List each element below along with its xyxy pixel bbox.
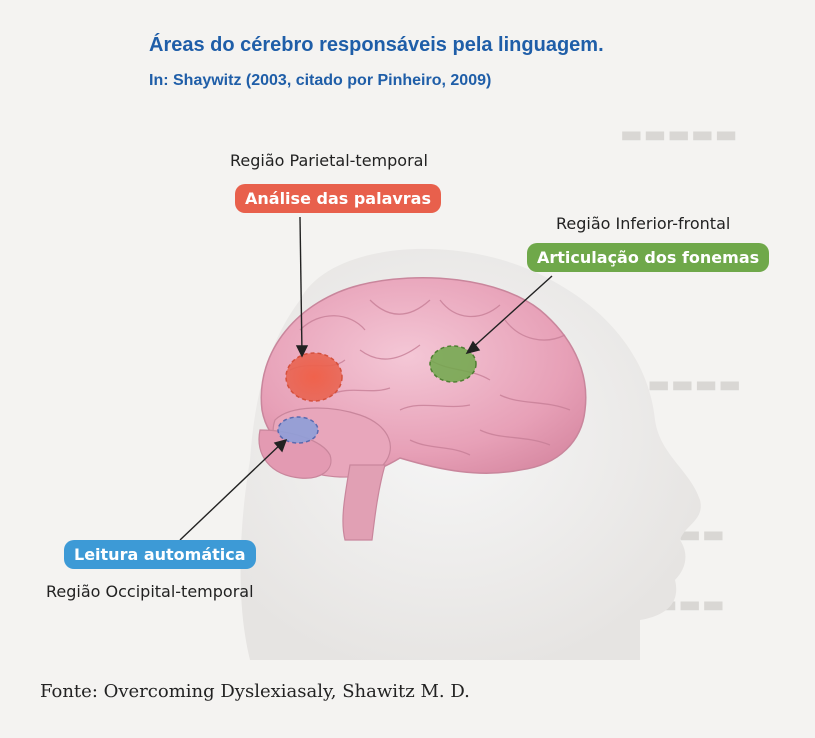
area-parietal-marker [286,353,342,401]
function-badge-parietal: Análise das palavras [235,184,441,213]
region-label-parietal: Região Parietal-temporal [230,151,428,170]
figure-title: Áreas do cérebro responsáveis pela lingu… [149,34,604,57]
figure-subtitle: In: Shaywitz (2003, citado por Pinheiro,… [149,72,491,90]
figure-source: Fonte: Overcoming Dyslexiasaly, Shawitz … [40,681,470,702]
area-occipital-marker [278,417,318,443]
function-badge-occipital: Leitura automática [64,540,256,569]
region-label-occipital: Região Occipital-temporal [46,582,254,601]
function-badge-frontal: Articulação dos fonemas [527,243,769,272]
region-label-frontal: Região Inferior-frontal [556,214,730,233]
